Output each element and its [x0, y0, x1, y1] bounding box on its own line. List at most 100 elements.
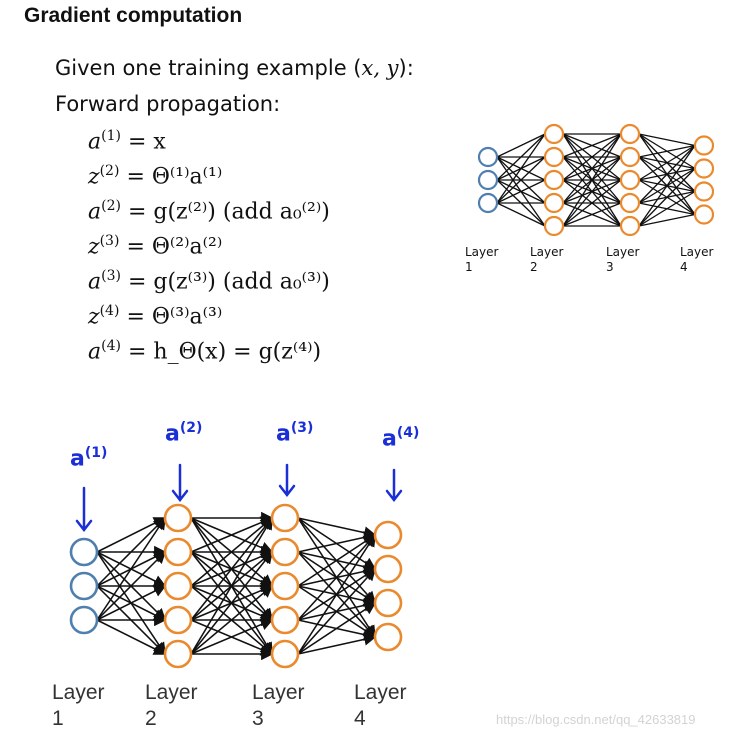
- big-node-layer4-2: [373, 554, 403, 584]
- annotation-a4: a(4): [382, 425, 420, 452]
- mini-node-layer3-4: [619, 192, 641, 214]
- big-node-layer3-5: [270, 639, 300, 669]
- big-edge-1-4-0: [190, 516, 273, 655]
- mini-edge-2-2-0: [638, 144, 696, 181]
- big-edge-2-4-3: [297, 633, 377, 655]
- mini-node-layer2-4: [543, 192, 565, 214]
- mini-node-layer3-5: [619, 215, 641, 237]
- mini-node-layer2-2: [543, 146, 565, 168]
- big-edge-1-4-2: [190, 584, 274, 655]
- big-node-layer4-1: [373, 520, 403, 550]
- mini-edge-2-3-0: [638, 145, 696, 204]
- mini-node-layer4-3: [693, 181, 715, 202]
- big-node-layer2-3: [163, 571, 193, 601]
- big-edge-0-2-0: [96, 516, 166, 621]
- big-edge-0-1-0: [96, 516, 167, 587]
- mini-edge-0-2-0: [496, 133, 546, 204]
- forward-propagation-heading: Forward propagation:: [55, 92, 281, 116]
- mini-edge-0-0-0: [496, 133, 546, 158]
- big-edge-2-3-0: [297, 533, 377, 621]
- big-edge-2-4-2: [297, 602, 377, 655]
- big-edge-1-4-1: [190, 550, 273, 655]
- mini-edge-2-4-2: [638, 190, 696, 227]
- big-edge-2-4-0: [297, 533, 376, 655]
- mini-edge-0-1-0: [496, 133, 546, 181]
- mini-node-layer2-5: [543, 215, 565, 237]
- mini-layer-label-4: Layer 4: [680, 245, 714, 274]
- equation-2: z(2) = Θ⁽¹⁾a⁽¹⁾: [88, 163, 223, 190]
- mini-edge-1-4-2: [562, 179, 622, 227]
- big-edge-1-2-0: [190, 516, 274, 587]
- mini-node-layer4-4: [693, 204, 715, 225]
- mini-node-layer3-1: [619, 123, 641, 145]
- mini-edge-2-1-0: [638, 144, 696, 158]
- annotation-a2: a(2): [165, 420, 203, 447]
- big-layer-label-3: Layer 3: [252, 681, 305, 730]
- big-layer-label-2: Layer 2: [145, 681, 198, 730]
- mini-edge-1-4-0: [562, 133, 622, 227]
- big-edge-2-2-0: [297, 534, 377, 587]
- handwritten-down-arrow-2: [171, 463, 189, 503]
- watermark: https://blog.csdn.net/qq_42633819: [496, 712, 696, 727]
- mini-layer-label-2: Layer 2: [530, 245, 564, 274]
- mini-edge-1-4-1: [562, 156, 622, 227]
- big-node-layer2-2: [163, 537, 193, 567]
- mini-node-layer1-2: [477, 169, 499, 191]
- equation-list: a(1) = x z(2) = Θ⁽¹⁾a⁽¹⁾ a(2) = g(z⁽²⁾) …: [88, 128, 428, 378]
- annotation-a3: a(3): [276, 420, 314, 447]
- mini-edge-0-2-4: [496, 202, 546, 227]
- annotation-a1: a(1): [70, 445, 108, 472]
- mini-edge-1-4-3: [562, 202, 622, 227]
- slide-title: Gradient computation: [24, 4, 243, 27]
- equation-6: z(4) = Θ⁽³⁾a⁽³⁾: [88, 303, 223, 330]
- big-edge-1-1-0: [190, 516, 274, 553]
- mini-node-layer1-3: [477, 192, 499, 214]
- mini-edge-0-2-2: [496, 179, 546, 204]
- handwritten-down-arrow-3: [278, 463, 296, 498]
- big-edge-0-2-1: [96, 550, 167, 621]
- big-edge-2-1-0: [297, 531, 377, 553]
- mini-edge-1-2-0: [562, 133, 622, 181]
- big-edge-2-4-1: [297, 567, 377, 655]
- big-node-layer3-3: [270, 571, 300, 601]
- big-node-layer2-4: [163, 605, 193, 635]
- equation-7: a(4) = h_Θ(x) = g(z⁽⁴⁾): [88, 338, 322, 365]
- big-node-layer2-1: [163, 503, 193, 533]
- mini-edge-0-2-1: [496, 156, 546, 204]
- mini-edge-2-4-3: [638, 213, 696, 227]
- big-edge-0-0-0: [96, 517, 167, 553]
- mini-node-layer3-2: [619, 146, 641, 168]
- big-layer-label-4: Layer 4: [354, 681, 407, 730]
- given-line: Given one training example (x, y):: [55, 56, 414, 80]
- big-edge-2-0-0: [297, 517, 377, 539]
- mini-node-layer2-1: [543, 123, 565, 145]
- mini-edge-2-4-1: [638, 168, 696, 227]
- given-end: ):: [398, 56, 414, 80]
- big-node-layer1-3: [69, 605, 99, 635]
- big-edge-1-3-0: [190, 516, 273, 621]
- given-text: Given one training example (: [55, 56, 362, 80]
- big-node-layer3-1: [270, 503, 300, 533]
- mini-layer-label-1: Layer 1: [465, 245, 499, 274]
- big-node-layer3-4: [270, 605, 300, 635]
- equation-4: z(3) = Θ⁽²⁾a⁽²⁾: [88, 233, 223, 260]
- mini-edge-2-0-0: [638, 133, 696, 147]
- big-edge-0-2-4: [96, 619, 167, 655]
- mini-edge-1-1-0: [562, 133, 622, 158]
- equation-3: a(2) = g(z⁽²⁾) (add a₀⁽²⁾): [88, 198, 330, 225]
- equation-5: a(3) = g(z⁽³⁾) (add a₀⁽³⁾): [88, 268, 330, 295]
- handwritten-down-arrow-1: [75, 486, 93, 533]
- big-node-layer1-2: [69, 571, 99, 601]
- big-node-layer4-4: [373, 622, 403, 652]
- mini-node-layer2-3: [543, 169, 565, 191]
- big-edge-1-4-3: [190, 618, 274, 655]
- mini-node-layer1-1: [477, 146, 499, 168]
- big-layer-label-1: Layer 1: [52, 681, 105, 730]
- given-vars: x, y: [361, 56, 399, 80]
- big-node-layer3-2: [270, 537, 300, 567]
- big-node-layer1-1: [69, 537, 99, 567]
- equation-1: a(1) = x: [88, 128, 166, 155]
- mini-node-layer3-3: [619, 169, 641, 191]
